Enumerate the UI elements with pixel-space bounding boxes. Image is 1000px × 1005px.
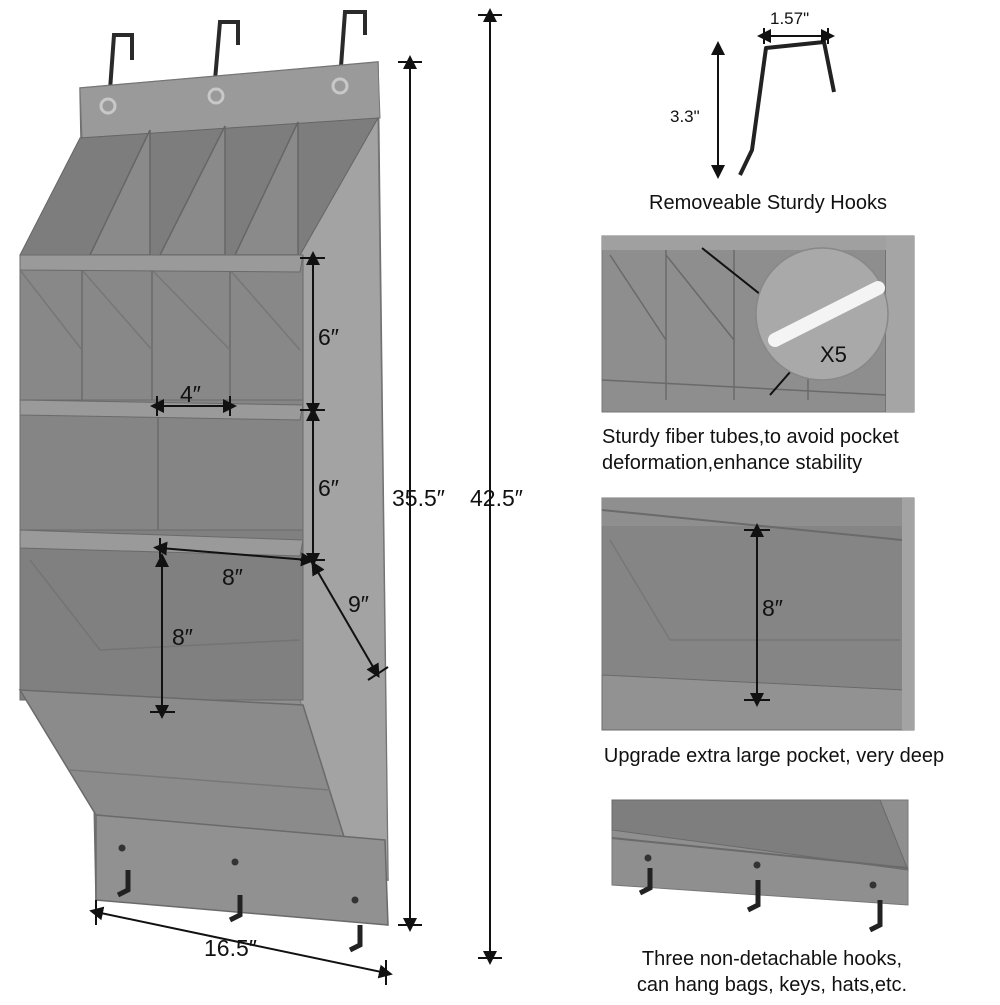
dim-8-height: 8″: [172, 624, 193, 650]
bottom-hooks-caption-line1: Three non-detachable hooks,: [641, 948, 903, 970]
hook-height-label: 3.3": [670, 107, 700, 126]
grommet-left: [99, 97, 117, 115]
top-hook-right: [338, 10, 367, 81]
large-pocket-depth: 8″: [762, 595, 783, 621]
tubes-caption-line1: Sturdy fiber tubes,to avoid pocket: [602, 426, 899, 448]
fiber-tube: [768, 281, 885, 347]
large-pocket-detail: 8″: [601, 497, 915, 731]
top-band: [79, 61, 381, 139]
bottom-rivet-right: [351, 896, 359, 904]
dim-6-upper: 6″: [318, 324, 339, 350]
tubes-caption-line2: deformation,enhance stability: [602, 452, 863, 474]
dim-35-5: 35.5″: [392, 485, 445, 511]
dim-8-width: 8″: [222, 564, 243, 590]
pocket-row-2-dividers: [19, 269, 301, 400]
tubes-detail: X5: [601, 235, 915, 413]
bottom-hooks-detail: [611, 799, 909, 933]
dim-16-5: 16.5″: [204, 935, 257, 961]
door-organizer: [18, 10, 389, 953]
hook-detail: 1.57" 3.3": [670, 9, 836, 179]
top-hook-left: [108, 33, 134, 91]
dim-9-depth: 9″: [348, 591, 369, 617]
tube-count: X5: [820, 342, 847, 367]
pocket-row-2-rim: [19, 254, 304, 273]
dim-6-middle: 6″: [318, 475, 339, 501]
pocket-bottom-seam: [69, 769, 331, 791]
grommet-right: [331, 77, 349, 95]
pocket-bottom: [18, 689, 347, 841]
top-hook-center: [213, 20, 240, 81]
bottom-rivet-left: [118, 844, 126, 852]
pocket-row-2: [19, 254, 304, 401]
large-pocket-caption: Upgrade extra large pocket, very deep: [603, 745, 945, 767]
hook-drawing: [738, 40, 836, 176]
hook-width-label: 1.57": [770, 9, 809, 28]
pocket-row-3: [19, 399, 304, 531]
dimension-lines: [89, 7, 502, 985]
bottom-hooks-caption-line2: can hang bags, keys, hats,etc.: [636, 974, 908, 996]
bottom-rivet-center: [231, 858, 239, 866]
hook-caption: Removeable Sturdy Hooks: [649, 192, 887, 214]
dim-42-5: 42.5″: [470, 485, 523, 511]
pocket-large-fold: [29, 559, 301, 651]
dim-4: 4″: [180, 381, 201, 407]
grommet-center: [207, 87, 225, 105]
